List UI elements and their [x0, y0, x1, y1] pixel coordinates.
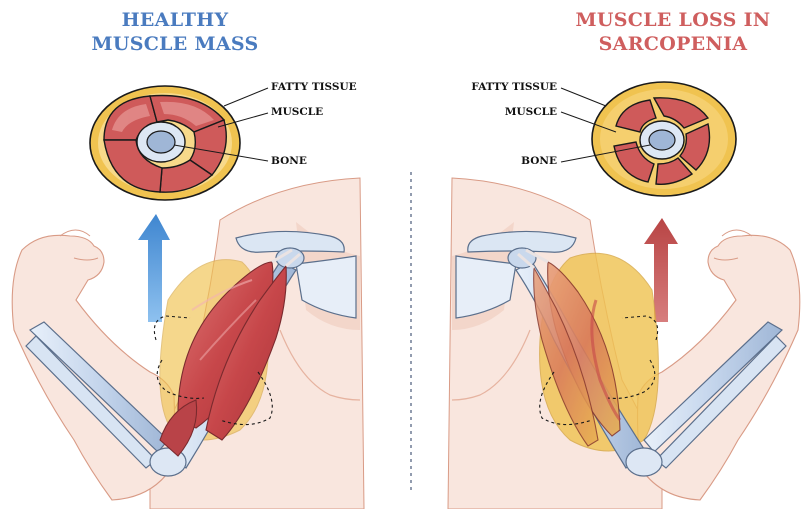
bone-marrow	[147, 131, 175, 153]
healthy-title: HEALTHY MUSCLE MASS	[60, 8, 290, 56]
sarcopenia-title-line2: SARCOPENIA	[548, 32, 798, 56]
sarcopenia-title: MUSCLE LOSS IN SARCOPENIA	[548, 8, 798, 56]
sarcopenia-label-muscle: MUSCLE	[505, 106, 557, 118]
healthy-title-line1: HEALTHY	[60, 8, 290, 32]
up-arrow-blue-icon	[138, 214, 170, 322]
healthy-label-bone: BONE	[271, 155, 307, 167]
healthy-label-muscle: MUSCLE	[271, 106, 323, 118]
sarcopenia-panel	[448, 82, 800, 509]
sarcopenia-label-fatty-tissue: FATTY TISSUE	[471, 81, 557, 93]
healthy-panel	[12, 86, 364, 509]
healthy-label-fatty-tissue: FATTY TISSUE	[271, 81, 357, 93]
sarcopenia-title-line1: MUSCLE LOSS IN	[548, 8, 798, 32]
healthy-title-line2: MUSCLE MASS	[60, 32, 290, 56]
sarcopenia-label-bone: BONE	[521, 155, 557, 167]
healthy-cross-section	[90, 86, 240, 200]
sarcopenia-cross-section	[592, 82, 736, 196]
bone-marrow	[649, 130, 675, 150]
